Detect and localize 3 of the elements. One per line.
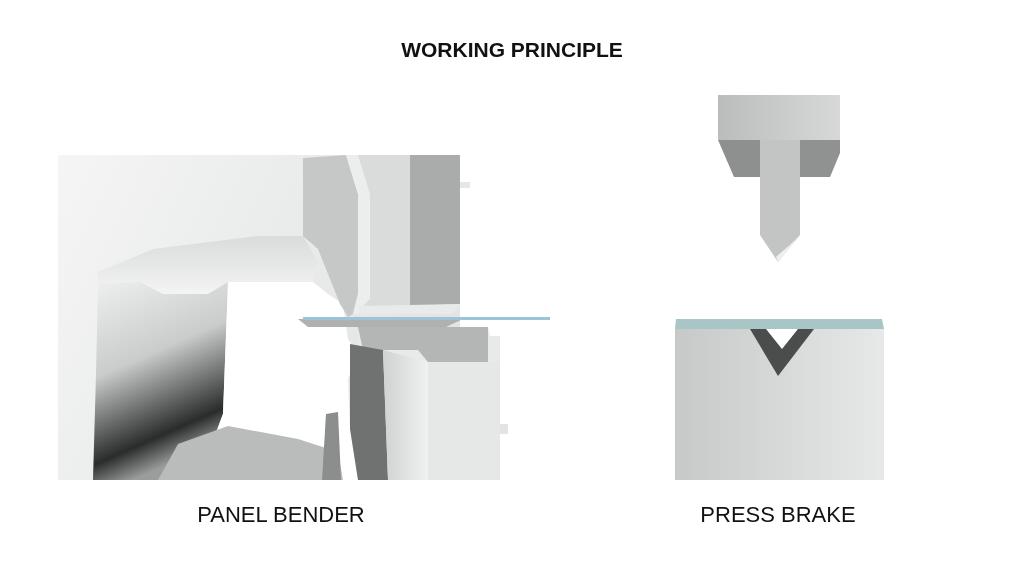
diagram-title: WORKING PRINCIPLE bbox=[401, 38, 623, 62]
caption-label: PRESS BRAKE bbox=[700, 502, 856, 528]
caption-label: PANEL BENDER bbox=[197, 502, 365, 528]
